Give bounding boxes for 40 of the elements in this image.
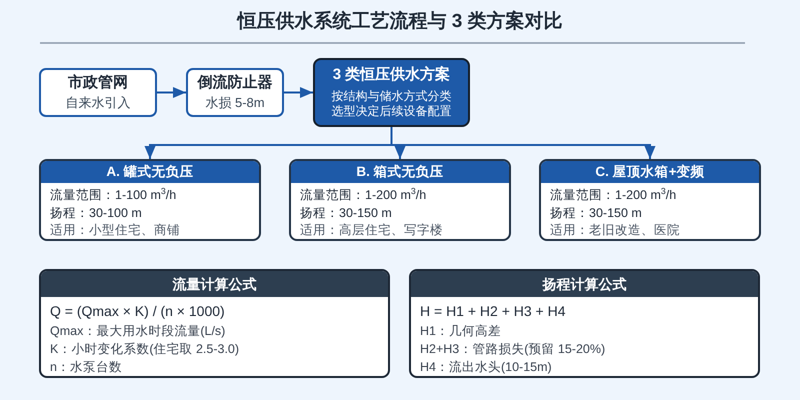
spec-text: 适用：老旧改造、医院 xyxy=(550,222,680,239)
box-title: 市政管网 xyxy=(68,74,128,92)
card-header: 流量计算公式 xyxy=(41,271,388,297)
formula-card xyxy=(409,269,760,378)
card-header: 扬程计算公式 xyxy=(411,271,758,297)
box-subtitle: 水损 5-8m xyxy=(205,95,265,111)
scheme-box xyxy=(313,58,470,127)
process-box xyxy=(186,68,284,117)
formula-note: H4：流出水头(10-15m) xyxy=(420,359,552,376)
spec-text: 适用：小型住宅、商铺 xyxy=(50,222,180,239)
spec-text: 扬程：30-150 m xyxy=(550,204,642,222)
spec-text: 流量范围：1-200 m$^{3}$/h xyxy=(550,187,676,204)
formula-equation: H = H1 + H2 + H3 + H4 xyxy=(420,302,566,321)
process-box xyxy=(39,68,157,117)
option-card xyxy=(539,159,761,241)
spec-text: 流量范围：1-200 m$^{3}$/h xyxy=(300,187,426,204)
spec-text: 流量范围：1-100 m$^{3}$/h xyxy=(50,187,176,204)
spec-text: 适用：高层住宅、写字楼 xyxy=(300,222,443,239)
card-header: C. 屋顶水箱+变频 xyxy=(541,161,759,183)
formula-card xyxy=(39,269,390,378)
spec-text: 扬程：30-100 m xyxy=(50,204,142,222)
diagram-title: 恒压供水系统工艺流程与 3 类方案对比 xyxy=(237,9,563,34)
spec-text: 扬程：30-150 m xyxy=(300,204,392,222)
box-title: 3 类恒压供水方案 xyxy=(332,66,450,84)
arrow xyxy=(284,87,313,98)
option-card xyxy=(289,159,511,241)
formula-note: n：水泵台数 xyxy=(50,359,122,376)
formula-equation: Q = (Qmax × K) / (n × 1000) xyxy=(50,302,225,321)
formula-note: H1：几何高差 xyxy=(420,323,501,340)
box-note: 选型决定后续设备配置 xyxy=(332,104,452,119)
box-title: 倒流防止器 xyxy=(198,74,272,92)
option-card xyxy=(39,159,261,241)
arrow xyxy=(157,87,186,98)
formula-note: Qmax：最大用水时段流量(L/s) xyxy=(50,323,226,340)
formula-note: K：小时变化系数(住宅取 2.5-3.0) xyxy=(50,341,240,358)
card-header: B. 箱式无负压 xyxy=(291,161,509,183)
formula-note: H2+H3：管路损失(预留 15-20%) xyxy=(420,341,606,358)
card-header: A. 罐式无负压 xyxy=(41,161,259,183)
box-note: 按结构与储水方式分类 xyxy=(332,89,452,104)
box-subtitle: 自来水引入 xyxy=(66,95,130,111)
